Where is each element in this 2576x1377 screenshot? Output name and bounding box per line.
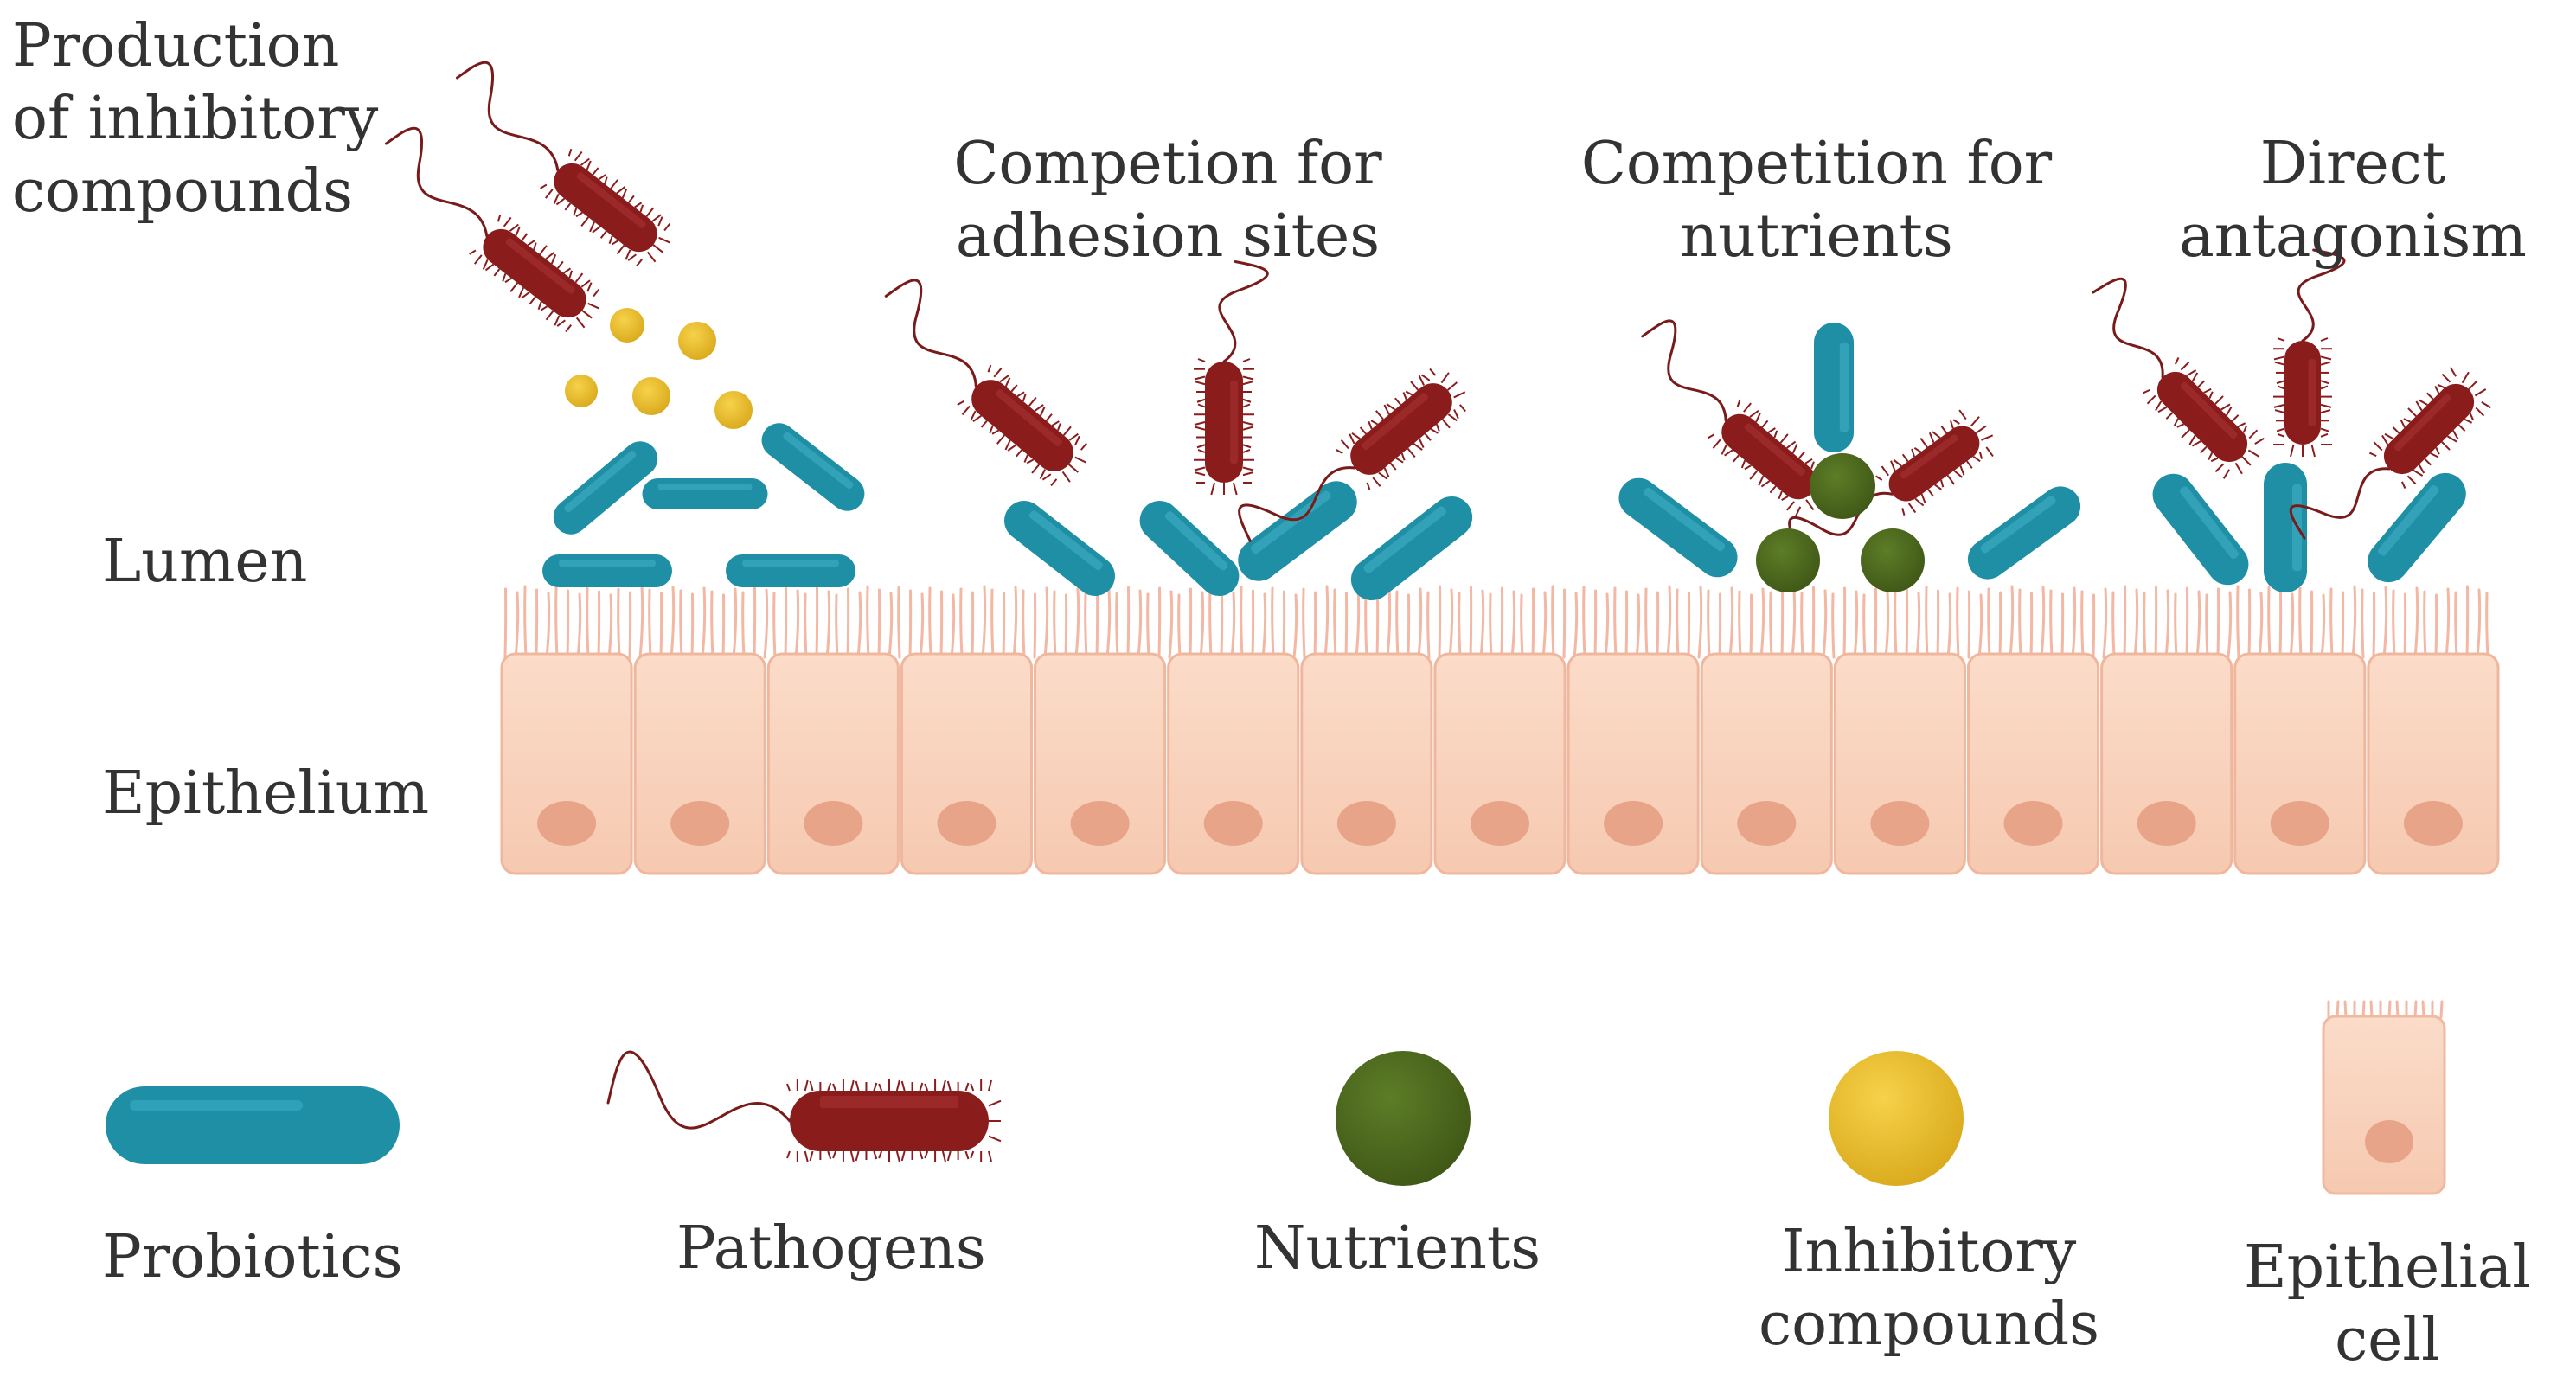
probiotic-rod xyxy=(1004,500,1115,597)
epithelial-cell xyxy=(2367,652,2500,875)
probiotic-rod xyxy=(1814,323,1854,452)
pathogen-bacterium xyxy=(384,126,600,333)
title-line: nutrients xyxy=(1680,202,1953,271)
nutrient-particle xyxy=(1810,453,1875,519)
nutrients-group xyxy=(1756,453,1925,592)
pathogen-bacterium xyxy=(2289,367,2491,540)
epithelial-cell xyxy=(1966,652,2100,875)
probiotic-rod xyxy=(1238,481,1357,581)
legend-label-epithelial-cell: Epithelial cell xyxy=(2223,1232,2552,1377)
legend-label-probiotics: Probiotics xyxy=(102,1223,403,1291)
probiotic-rod xyxy=(642,478,768,509)
legend-line: Epithelial xyxy=(2243,1233,2532,1302)
probiotic-rod xyxy=(2152,473,2249,586)
pathogen-bacterium xyxy=(884,279,1087,487)
probiotic-rod xyxy=(542,554,672,587)
epithelial-cell xyxy=(2100,652,2233,875)
region-label-lumen: Lumen xyxy=(102,528,308,596)
mechanism-title-inhibitory-production: Production of inhibitory compounds xyxy=(12,10,378,228)
title-line: of inhibitory xyxy=(12,85,379,153)
inhibitory-compound-dot xyxy=(714,391,753,429)
inhibitory-compound-dot xyxy=(678,322,716,360)
title-line: Direct xyxy=(2259,130,2446,198)
epithelial-cell xyxy=(1433,652,1567,875)
title-line: compounds xyxy=(12,157,353,226)
pathogen-bacterium xyxy=(2273,248,2346,458)
epithelium-layer xyxy=(500,585,2500,875)
pathogen-bacterium xyxy=(1641,319,1833,517)
probiotic-rod xyxy=(1139,500,1240,597)
pathogen-bacterium xyxy=(2092,277,2265,479)
legend-label-pathogens: Pathogens xyxy=(676,1214,986,1283)
pathogen-bacterium xyxy=(606,1050,1002,1162)
title-line: Competion for xyxy=(953,130,1382,198)
legend-icons xyxy=(106,1000,2446,1195)
legend-line: Inhibitory xyxy=(1781,1218,2077,1286)
probiotic-rod xyxy=(2368,472,2466,583)
legend-inhibitory-icon xyxy=(1829,1051,1964,1186)
inhibitory-compound-dot xyxy=(565,375,598,407)
inhibitory-compounds-group xyxy=(565,308,753,429)
probiotic-rod xyxy=(2264,463,2307,592)
epithelial-cell xyxy=(1567,652,1700,875)
probiotic-rod xyxy=(1618,477,1738,578)
legend-probiotic-icon xyxy=(106,1086,400,1164)
mechanism-title-adhesion: Competion for adhesion sites xyxy=(891,128,1445,273)
nutrient-particle xyxy=(1861,528,1925,592)
epithelial-cell xyxy=(1700,652,1833,875)
legend-label-nutrients: Nutrients xyxy=(1254,1214,1541,1283)
legend-nutrient-icon xyxy=(1336,1051,1471,1186)
title-line: antagonism xyxy=(2179,202,2527,271)
epithelial-cell xyxy=(1167,652,1300,875)
inhibitory-compound-dot xyxy=(610,308,644,343)
mechanism-title-nutrients: Competition for nutrients xyxy=(1531,128,2102,273)
title-line: adhesion sites xyxy=(955,202,1381,271)
probiotic-rod xyxy=(553,441,658,535)
microvilli-layer xyxy=(503,585,2489,659)
epithelial-cell xyxy=(500,652,633,875)
probiotic-rod xyxy=(1967,486,2081,580)
legend-epithelial-cell-icon xyxy=(2322,1000,2446,1195)
pathogen-bacterium xyxy=(455,61,671,267)
pathogen-bacterium xyxy=(1238,368,1466,542)
legend-line: compounds xyxy=(1759,1291,2099,1359)
legend-line: cell xyxy=(2335,1306,2440,1374)
probiotic-rod xyxy=(761,423,865,511)
pathogens-group xyxy=(384,61,2491,552)
title-line: Production xyxy=(12,12,340,80)
pathogen-bacterium xyxy=(1194,260,1269,496)
epithelial-cell xyxy=(2233,652,2367,875)
epithelial-cell xyxy=(1300,652,1433,875)
nutrient-particle xyxy=(1756,528,1820,592)
pathogen-bacterium xyxy=(1788,409,1994,552)
legend-pathogen-icon xyxy=(606,1050,1002,1162)
epithelial-cell xyxy=(633,652,766,875)
region-label-epithelium: Epithelium xyxy=(102,759,430,828)
inhibitory-compound-dot xyxy=(632,377,670,415)
legend-label-inhibitory: Inhibitory compounds xyxy=(1721,1216,2137,1361)
probiotic-rod xyxy=(1350,496,1473,601)
epithelial-cell xyxy=(1833,652,1966,875)
probiotics-group xyxy=(542,323,2466,601)
epithelial-cell xyxy=(1034,652,1167,875)
mechanism-title-antagonism: Direct antagonism xyxy=(2145,128,2560,273)
epithelial-cell xyxy=(766,652,900,875)
epithelial-cell xyxy=(900,652,1034,875)
probiotic-rod xyxy=(726,554,855,587)
title-line: Competition for xyxy=(1580,130,2053,198)
